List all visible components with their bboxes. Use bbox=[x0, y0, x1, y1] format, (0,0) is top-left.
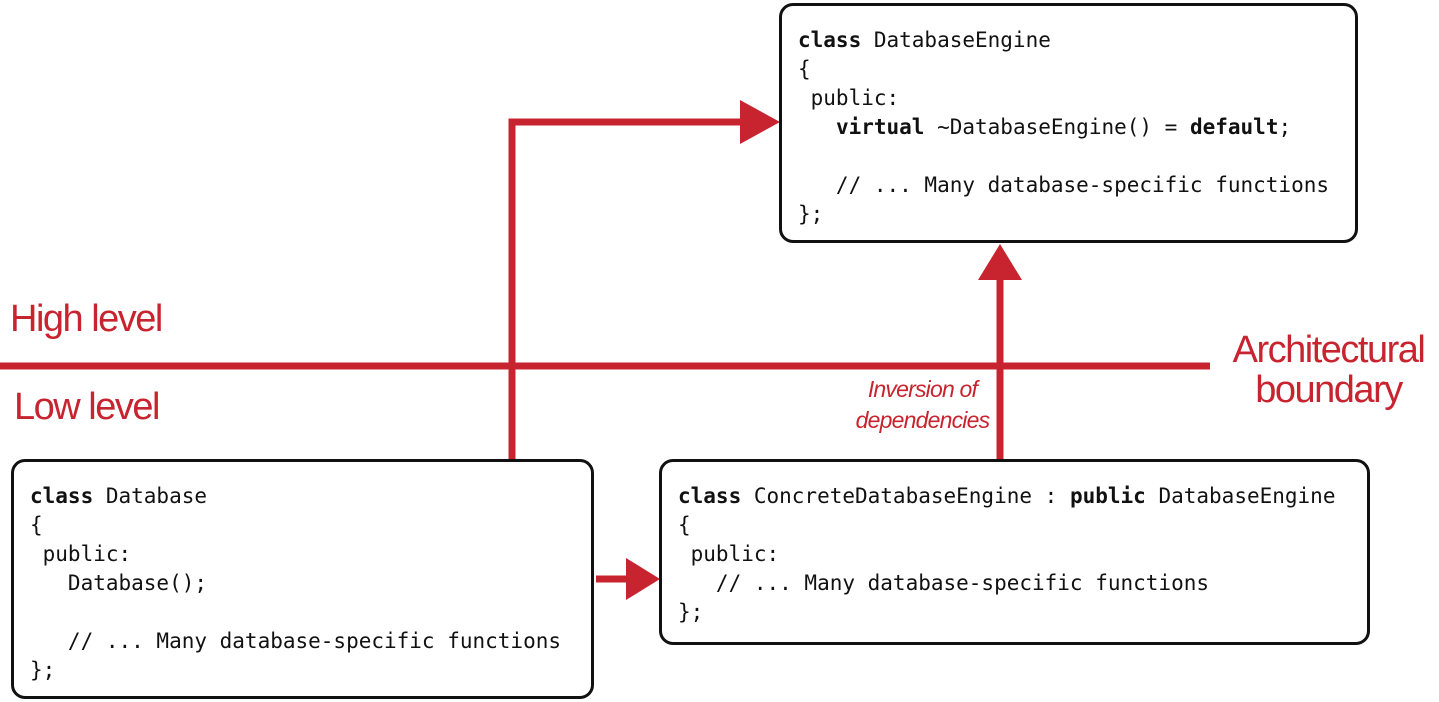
code-line: { bbox=[30, 513, 43, 537]
keyword: virtual bbox=[835, 115, 925, 139]
class-name: Database bbox=[93, 484, 208, 508]
keyword: class bbox=[798, 28, 862, 52]
code-line: public: bbox=[798, 86, 900, 110]
class-name: ConcreteDatabaseEngine : bbox=[741, 484, 1070, 508]
keyword: default bbox=[1189, 115, 1279, 139]
database-class-box: class Database{ public: Database(); // .… bbox=[11, 459, 594, 699]
keyword: public bbox=[1069, 484, 1146, 508]
arrowhead-into-engine bbox=[740, 100, 780, 144]
low-level-label: Low level bbox=[14, 386, 160, 428]
inversion-label-line-1: Inversion of bbox=[867, 376, 978, 402]
code-line: virtual ~DatabaseEngine() = default; bbox=[798, 113, 1355, 142]
keyword: class bbox=[30, 484, 94, 508]
architectural-boundary-label: Architectural boundary bbox=[1216, 330, 1439, 410]
inversion-label-line-2: dependencies bbox=[855, 407, 990, 433]
dependency-arrow-database-to-engine bbox=[508, 118, 745, 460]
high-level-label: High level bbox=[10, 298, 163, 340]
code-line: // ... Many database-specific functions bbox=[678, 571, 1210, 595]
code-line: class ConcreteDatabaseEngine : public Da… bbox=[678, 482, 1367, 511]
code-line-blank bbox=[798, 142, 1355, 171]
class-name: DatabaseEngine bbox=[861, 28, 1051, 52]
code-line: // ... Many database-specific functions bbox=[798, 173, 1330, 197]
inversion-of-dependencies-label: Inversion of dependencies bbox=[845, 374, 1000, 436]
indent bbox=[798, 115, 836, 139]
arrowhead-into-concrete bbox=[626, 558, 660, 600]
code-line: { bbox=[798, 57, 811, 81]
code-line-blank bbox=[30, 598, 591, 627]
code-line: class Database bbox=[30, 482, 591, 511]
code-line: }; bbox=[30, 658, 56, 682]
code-line: }; bbox=[678, 600, 704, 624]
base-class-name: DatabaseEngine bbox=[1145, 484, 1336, 508]
code-line: class DatabaseEngine bbox=[798, 26, 1355, 55]
code-line: public: bbox=[30, 542, 132, 566]
code-line: public: bbox=[678, 542, 780, 566]
code-line: }; bbox=[798, 202, 824, 226]
code-line: Database(); bbox=[30, 571, 208, 595]
boundary-label-line-1: Architectural bbox=[1232, 329, 1426, 371]
boundary-label-line-2: boundary bbox=[1255, 369, 1403, 411]
database-engine-class-box: class DatabaseEngine{ public: virtual ~D… bbox=[779, 3, 1358, 243]
code-line: // ... Many database-specific functions bbox=[30, 629, 562, 653]
concrete-database-engine-class-box: class ConcreteDatabaseEngine : public Da… bbox=[659, 459, 1370, 645]
keyword: class bbox=[678, 484, 742, 508]
semicolon: ; bbox=[1278, 115, 1292, 139]
arrowhead-up-into-engine bbox=[978, 244, 1022, 280]
code-line: { bbox=[678, 513, 691, 537]
destructor-signature: ~DatabaseEngine() = bbox=[924, 115, 1190, 139]
